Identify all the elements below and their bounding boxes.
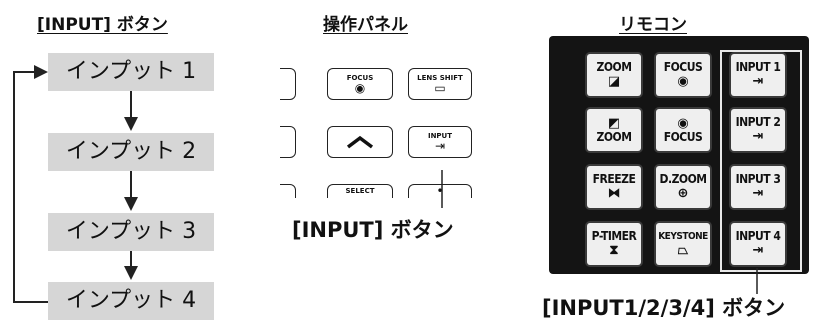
input-icon: ⇥ <box>752 243 764 258</box>
input-button[interactable]: INPUT ⇥ <box>408 126 472 158</box>
dzoom-icon: ⊕ <box>677 186 689 201</box>
control-panel: FOCUS ◉ LENS SHIFT ▭ INPUT ⇥ SELECT • <box>280 58 480 198</box>
remote-keystone-button[interactable]: KEYSTONE ⏢ <box>654 221 712 267</box>
panel-button-partial-middle[interactable] <box>280 126 296 158</box>
key-label: FOCUS <box>663 130 703 144</box>
remote-focus-button-2[interactable]: ◉ FOCUS <box>654 107 712 153</box>
input-button-title: [INPUT] ボタン <box>37 15 168 35</box>
input-icon: ⇥ <box>752 129 764 144</box>
key-label: D.ZOOM <box>659 172 708 186</box>
freeze-icon: ⧓ <box>607 186 621 201</box>
focus-icon: ◉ <box>677 116 689 131</box>
key-label: P-TIMER <box>591 229 637 243</box>
key-label: INPUT 3 <box>735 172 781 186</box>
panel-button-bottom-right[interactable]: • <box>408 184 472 198</box>
loop-back-arrow <box>13 71 48 303</box>
focus-button[interactable]: FOCUS ◉ <box>327 68 393 100</box>
focus-icon: ◉ <box>354 80 366 95</box>
key-label: ZOOM <box>596 60 632 74</box>
remote-input-1-button[interactable]: INPUT 1 ⇥ <box>729 52 787 98</box>
remote-title: リモコン <box>619 15 687 35</box>
remote-input-buttons-caption: [INPUT1/2/3/4] ボタン <box>542 296 786 320</box>
remote-caption-pointer <box>756 268 758 294</box>
remote-input-3-button[interactable]: INPUT 3 ⇥ <box>729 164 787 210</box>
up-arrow-button[interactable] <box>327 126 393 158</box>
input-icon: ⇥ <box>752 186 764 201</box>
remote-dzoom-button[interactable]: D.ZOOM ⊕ <box>654 164 712 210</box>
panel-caption-pointer <box>441 170 443 208</box>
keystone-icon: ⏢ <box>677 243 689 258</box>
timer-icon: ⧗ <box>609 243 619 258</box>
remote-freeze-button[interactable]: FREEZE ⧓ <box>585 164 643 210</box>
flow-step-input-4: インプット 4 <box>48 282 214 320</box>
input-keys-highlight <box>720 50 802 272</box>
remote-zoom-in-button[interactable]: ZOOM ◪ <box>585 52 643 98</box>
remote-focus-button-1[interactable]: FOCUS ◉ <box>654 52 712 98</box>
chevron-up-icon <box>346 135 374 149</box>
dot-icon: • <box>436 184 444 198</box>
lens-shift-button[interactable]: LENS SHIFT ▭ <box>408 68 472 100</box>
flow-step-input-1: インプット 1 <box>48 53 214 91</box>
key-label: INPUT 4 <box>735 229 781 243</box>
remote-p-timer-button[interactable]: P-TIMER ⧗ <box>585 221 643 267</box>
flow-arrows <box>13 65 138 303</box>
focus-icon: ◉ <box>677 74 689 89</box>
flow-step-input-3: インプット 3 <box>48 213 214 251</box>
input-icon: ⇥ <box>752 74 764 89</box>
remote-input-4-button[interactable]: INPUT 4 ⇥ <box>729 221 787 267</box>
key-label: FOCUS <box>663 60 703 74</box>
lens-shift-icon: ▭ <box>434 80 446 95</box>
zoom-out-icon: ◩ <box>607 116 621 131</box>
flow-step-input-2: インプット 2 <box>48 133 214 171</box>
key-label: ZOOM <box>596 130 632 144</box>
panel-input-button-caption: [INPUT] ボタン <box>292 218 454 242</box>
remote-zoom-out-button[interactable]: ◩ ZOOM <box>585 107 643 153</box>
key-label: INPUT 1 <box>735 60 781 74</box>
key-label: INPUT 2 <box>735 115 781 129</box>
key-label: KEYSTONE <box>658 231 708 242</box>
focus-label: FOCUS <box>346 73 374 82</box>
zoom-in-icon: ◪ <box>607 74 621 89</box>
input-icon: ⇥ <box>434 138 446 153</box>
input-label: INPUT <box>427 131 453 140</box>
select-label: SELECT <box>345 187 375 195</box>
panel-button-partial-bottom[interactable] <box>280 184 296 198</box>
panel-button-partial-top[interactable] <box>280 68 296 100</box>
key-label: FREEZE <box>592 172 636 186</box>
remote-input-2-button[interactable]: INPUT 2 ⇥ <box>729 107 787 153</box>
select-button[interactable]: SELECT <box>327 184 393 198</box>
control-panel-title: 操作パネル <box>323 15 408 35</box>
lens-shift-label: LENS SHIFT <box>417 73 463 82</box>
